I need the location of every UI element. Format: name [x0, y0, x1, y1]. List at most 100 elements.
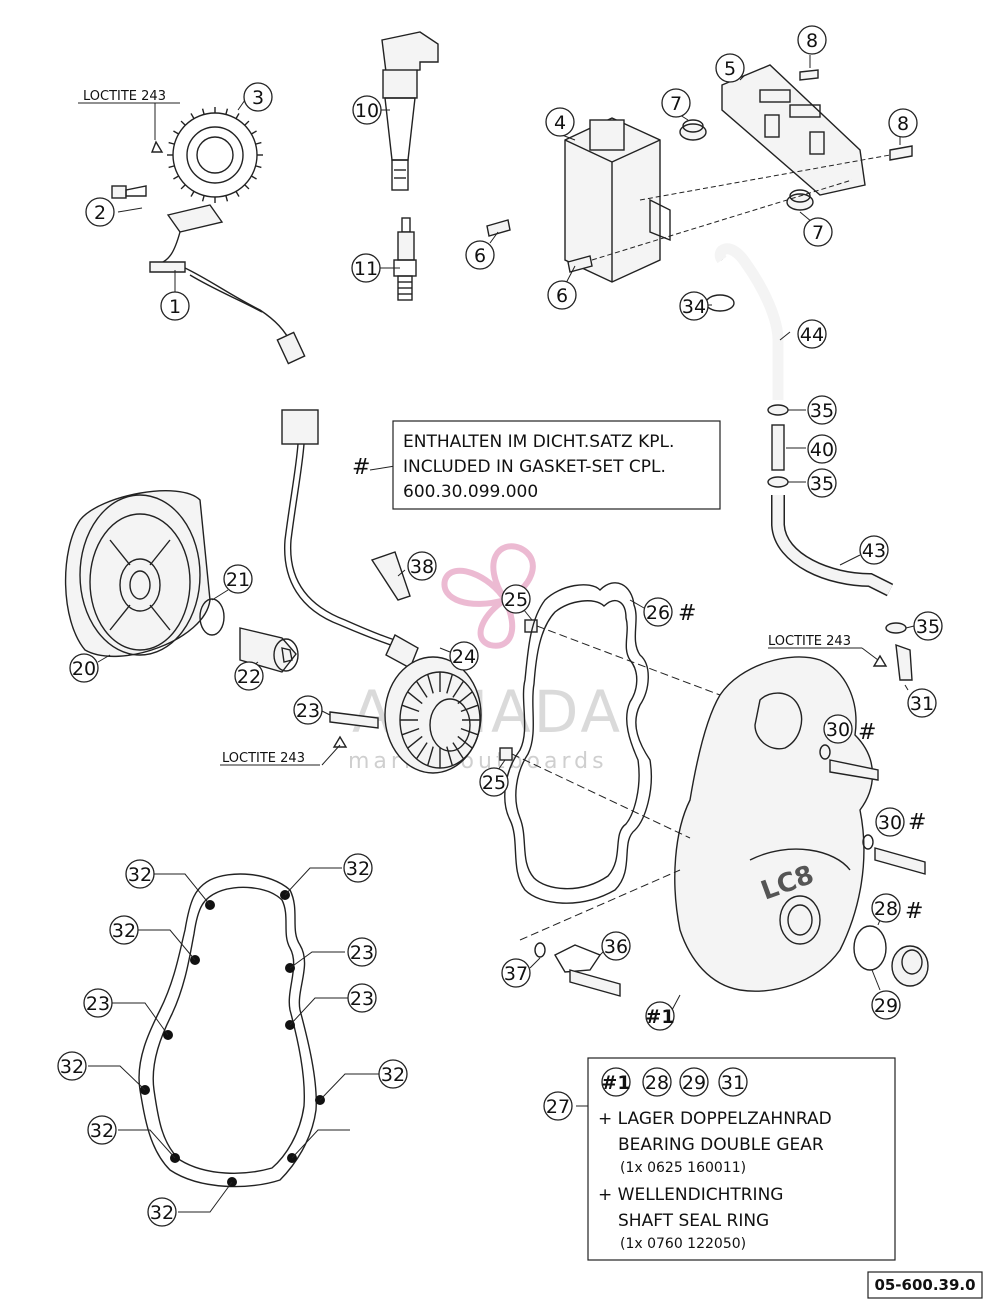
callout-number: 22	[237, 666, 261, 688]
callout-number: 8	[897, 113, 909, 135]
svg-text:29: 29	[682, 1072, 706, 1094]
callout-cover: #1	[645, 1001, 675, 1031]
callout-number: 25	[504, 589, 528, 611]
svg-text:28: 28	[645, 1072, 669, 1094]
callout-32: 32	[87, 1115, 117, 1145]
callout-1: 1	[160, 291, 190, 321]
callout-34: 34	[679, 291, 709, 321]
callout-44: 44	[797, 319, 827, 349]
stator-group	[281, 409, 538, 774]
callout-number: 32	[90, 1120, 114, 1142]
gasket-note-line2: INCLUDED IN GASKET-SET CPL.	[403, 457, 666, 477]
hash-28: #	[905, 899, 923, 924]
callout-3: 3	[243, 82, 273, 112]
ignition-cover: LC8	[674, 656, 874, 992]
callout-37: 37	[501, 958, 531, 988]
screw-30-lower	[874, 847, 926, 875]
callout-number: 28	[874, 898, 898, 920]
callout-20: 20	[69, 653, 99, 683]
callout-number: 11	[354, 258, 378, 280]
callout-number: 6	[556, 285, 568, 307]
loctite-label-left: LOCTITE 243	[222, 751, 305, 766]
ignition-coil	[381, 31, 439, 191]
svg-text:#1: #1	[601, 1072, 630, 1094]
callout-40: 40	[807, 434, 837, 464]
clip-36-37	[534, 942, 621, 997]
callout-36: 36	[601, 931, 631, 961]
o-ring-28	[853, 925, 887, 971]
ignition-coil-group	[381, 31, 439, 301]
callout-number: 31	[910, 693, 934, 715]
callout-29: 29	[871, 990, 901, 1020]
gasket-note-line3: 600.30.099.000	[403, 482, 538, 502]
flywheel-group	[64, 490, 299, 673]
callout-number: 32	[381, 1064, 405, 1086]
pickup-sensor	[149, 204, 306, 365]
ignition-cover-gasket	[504, 582, 652, 904]
pickup-holder	[370, 551, 411, 601]
trigger-sprocket	[167, 107, 263, 203]
callout-32: 32	[125, 859, 155, 889]
callout-number: 20	[72, 658, 96, 680]
screw-30-upper	[829, 759, 879, 781]
callout-25: 25	[479, 767, 509, 797]
callout-number: 6	[474, 245, 486, 267]
callout-number: #1	[645, 1006, 674, 1028]
callout-32: 32	[57, 1051, 87, 1081]
callout-30: 30	[823, 714, 853, 744]
watermark-subtext: marine outboards	[348, 749, 608, 774]
callout-7: 7	[661, 88, 691, 118]
callout-4: 4	[545, 107, 575, 137]
callout-number: 24	[452, 646, 476, 668]
callout-6: 6	[547, 280, 577, 310]
callout-26: 26	[643, 597, 673, 627]
callout-23: 23	[347, 937, 377, 967]
callout-number: 34	[682, 296, 706, 318]
screw-6-upper	[486, 219, 511, 237]
callout-number: 32	[112, 920, 136, 942]
callout-number: 44	[800, 324, 824, 346]
breather-hose-group	[705, 243, 913, 681]
drawing-number: 05-600.39.0	[874, 1276, 975, 1294]
callout-number: 32	[346, 858, 370, 880]
callout-number: 35	[916, 616, 940, 638]
callout-32: 32	[147, 1197, 177, 1227]
callout-43: 43	[859, 535, 889, 565]
callout-number: 37	[504, 963, 528, 985]
callout-badges: 1234566778810112021222323232324252526272…	[57, 25, 943, 1227]
callout-number: 23	[350, 988, 374, 1010]
callout-number: 21	[226, 569, 250, 591]
flywheel	[64, 490, 211, 658]
svg-text:31: 31	[721, 1072, 745, 1094]
callout-22: 22	[234, 661, 264, 691]
kit-item1-en: BEARING DOUBLE GEAR	[618, 1135, 824, 1155]
callout-number: 35	[810, 400, 834, 422]
callout-number: 23	[350, 942, 374, 964]
kit-ref-badge: 31	[718, 1067, 748, 1097]
callout-8: 8	[888, 108, 918, 138]
callout-number: 30	[878, 812, 902, 834]
kit-item2-en: SHAFT SEAL RING	[618, 1211, 769, 1231]
callout-number: 36	[604, 936, 628, 958]
screw-2	[111, 185, 147, 199]
callout-23: 23	[293, 695, 323, 725]
callout-number: 23	[86, 993, 110, 1015]
callout-number: 5	[724, 58, 736, 80]
gasket-note: # ENTHALTEN IM DICHT.SATZ KPL. INCLUDED …	[352, 420, 721, 510]
dowel-upper	[524, 619, 538, 633]
kit-ref-badge: 28	[642, 1067, 672, 1097]
loctite-label-right: LOCTITE 243	[768, 634, 851, 649]
callout-number: 8	[806, 30, 818, 52]
loctite-label-top: LOCTITE 243	[83, 89, 166, 104]
callout-21: 21	[223, 564, 253, 594]
cdi-unit	[564, 117, 671, 283]
callout-number: 25	[482, 772, 506, 794]
callout-27: 27	[543, 1091, 573, 1121]
callout-8: 8	[797, 25, 827, 55]
kit-box: + LAGER DOPPELZAHNRAD BEARING DOUBLE GEA…	[587, 1057, 896, 1261]
washer-21	[199, 598, 225, 636]
callout-number: 3	[252, 87, 264, 109]
loctite-drop	[150, 140, 164, 153]
